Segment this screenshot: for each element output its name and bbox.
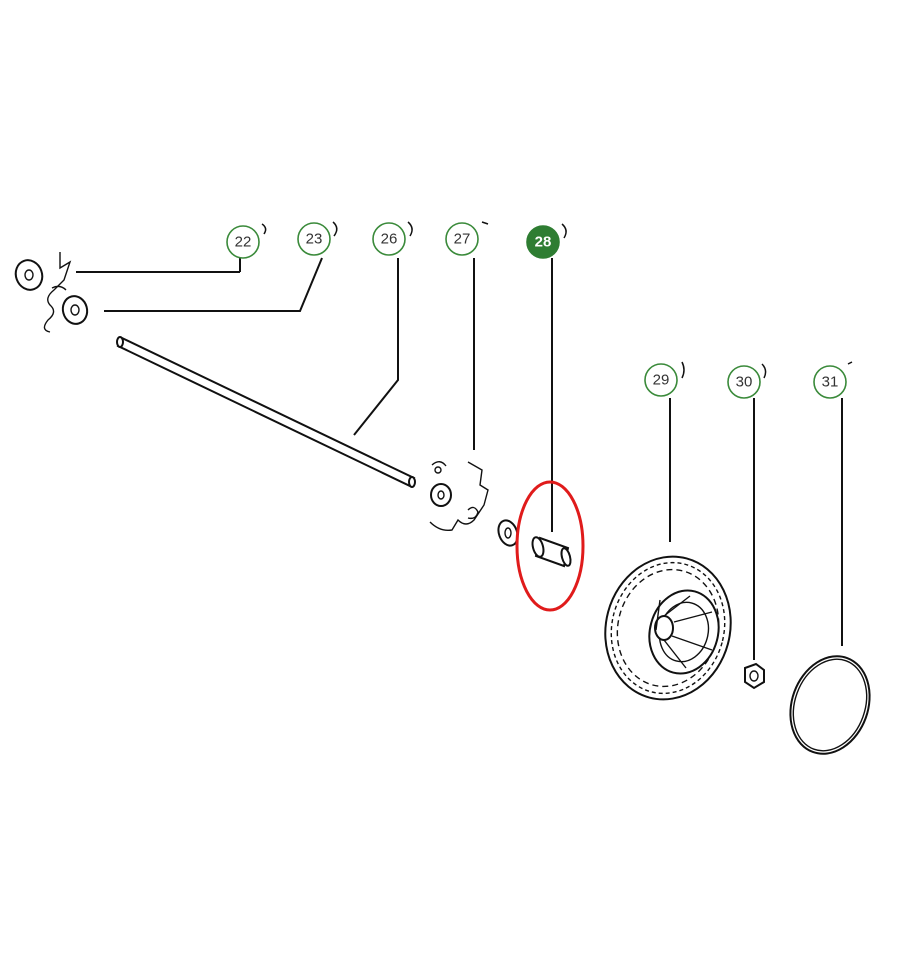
part-31-hub-ring[interactable]	[777, 645, 883, 765]
part-30-nut[interactable]	[744, 662, 765, 690]
leader-23	[104, 257, 323, 312]
callout-22[interactable]: 22	[226, 223, 267, 259]
callout-27[interactable]: 27	[445, 221, 489, 256]
callout-23[interactable]: 23	[297, 221, 338, 256]
callout-31[interactable]: 31	[813, 361, 853, 399]
callout-27-label: 27	[454, 231, 471, 248]
callout-23-label: 23	[306, 231, 323, 248]
callout-26[interactable]: 26	[372, 221, 413, 256]
callout-29-label: 29	[653, 372, 670, 389]
callout-31-label: 31	[822, 374, 839, 391]
highlight-ellipse	[515, 480, 585, 612]
callout-30-label: 30	[736, 374, 753, 391]
callout-26-label: 26	[381, 231, 398, 248]
callout-28-label: 28	[535, 234, 552, 251]
part-27-spring-bracket[interactable]	[429, 461, 489, 532]
part-22-spring-washer[interactable]	[12, 252, 72, 333]
part-26-axle-rod[interactable]	[116, 336, 416, 488]
callout-28[interactable]: 28	[526, 223, 567, 259]
callout-29[interactable]: 29	[644, 361, 685, 397]
callout-30[interactable]: 30	[727, 363, 767, 399]
part-29-wheel[interactable]	[589, 542, 746, 713]
part-23-washer[interactable]	[60, 293, 90, 326]
leader-26	[353, 258, 399, 436]
part-28-bushing[interactable]	[495, 518, 572, 568]
callout-22-label: 22	[235, 234, 252, 251]
